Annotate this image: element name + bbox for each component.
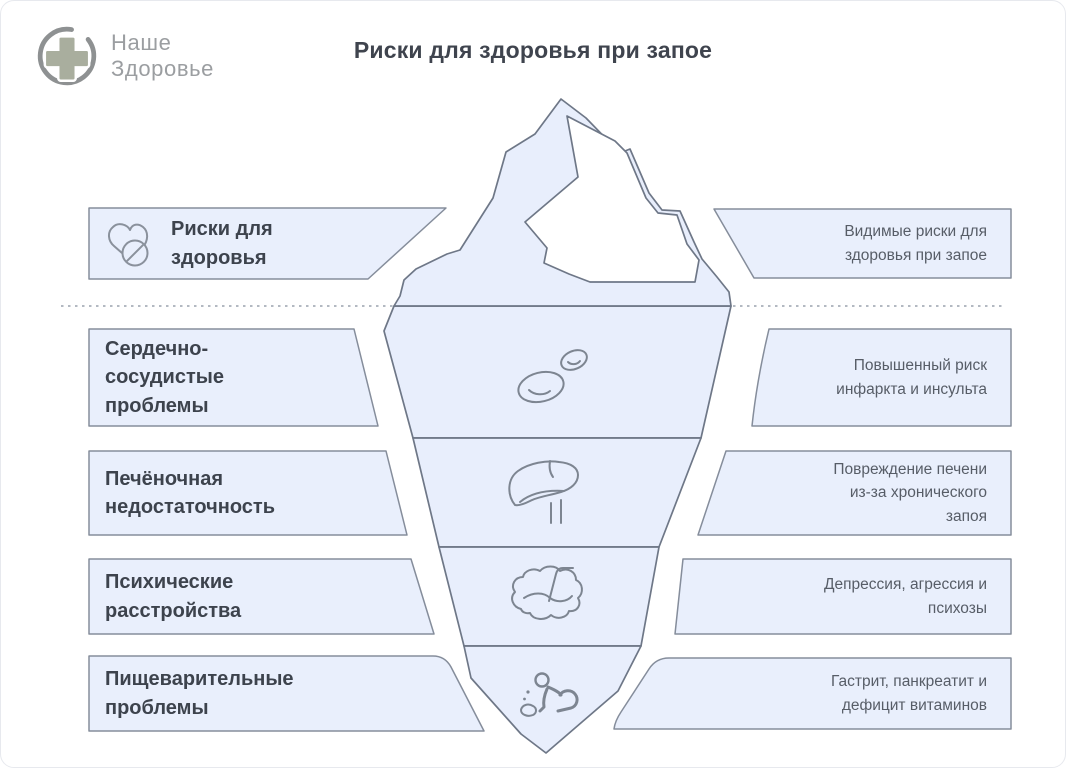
medical-cross-in-ring-icon xyxy=(37,26,97,86)
brand-name: Наше Здоровье xyxy=(111,30,215,81)
right-box-3 xyxy=(697,450,1012,536)
left-box-4 xyxy=(88,558,435,635)
iceberg-section-cardio xyxy=(383,305,732,439)
left-label-liver: Печёночная недостаточность xyxy=(105,451,371,535)
blood-cells-icon xyxy=(517,349,588,404)
left-label-psych: Психические расстройства xyxy=(105,559,371,634)
vomiting-person-icon xyxy=(520,672,579,717)
left-label-cardio: Сердечно- сосудистые проблемы xyxy=(105,329,351,426)
left-label-digestive: Пищеварительные проблемы xyxy=(105,656,391,731)
left-label-text: Риски для здоровья xyxy=(171,218,273,269)
right-box-5 xyxy=(613,657,1012,730)
left-label-text: Психические расстройства xyxy=(105,571,242,622)
brand-logo: Наше Здоровье xyxy=(34,23,214,89)
right-description-risks: Видимые риски для здоровья при запое xyxy=(844,223,987,264)
left-label-text: Сердечно- сосудистые проблемы xyxy=(105,337,224,417)
left-label-text: Печёночная недостаточность xyxy=(105,467,275,518)
right-description-liver: Повреждение печени из-за хронического за… xyxy=(833,461,987,525)
right-box-4 xyxy=(674,558,1012,635)
left-box-5 xyxy=(88,655,485,732)
right-box-2 xyxy=(751,328,1012,427)
left-box-1 xyxy=(88,207,447,280)
iceberg-section-digestive xyxy=(463,645,642,754)
iceberg-tip-highlight xyxy=(524,115,700,283)
right-description-psych: Депрессия, агрессия и психозы xyxy=(824,576,987,617)
left-box-3 xyxy=(88,450,408,536)
brain-icon xyxy=(511,565,583,620)
right-description-digestive: Гастрит, панкреатит и дефицит витаминов xyxy=(831,673,987,714)
right-description-cardio: Повышенный риск инфаркта и инсульта xyxy=(836,357,987,398)
heart-ban-icon xyxy=(108,222,149,266)
page-title: Риски для здоровья при запое xyxy=(353,37,713,63)
liver-icon xyxy=(508,460,579,524)
left-label-text: Пищеварительные проблемы xyxy=(105,668,294,719)
right-box-1 xyxy=(713,208,1012,279)
left-label-risks: Риски для здоровья xyxy=(101,208,359,279)
left-box-2 xyxy=(88,328,379,427)
